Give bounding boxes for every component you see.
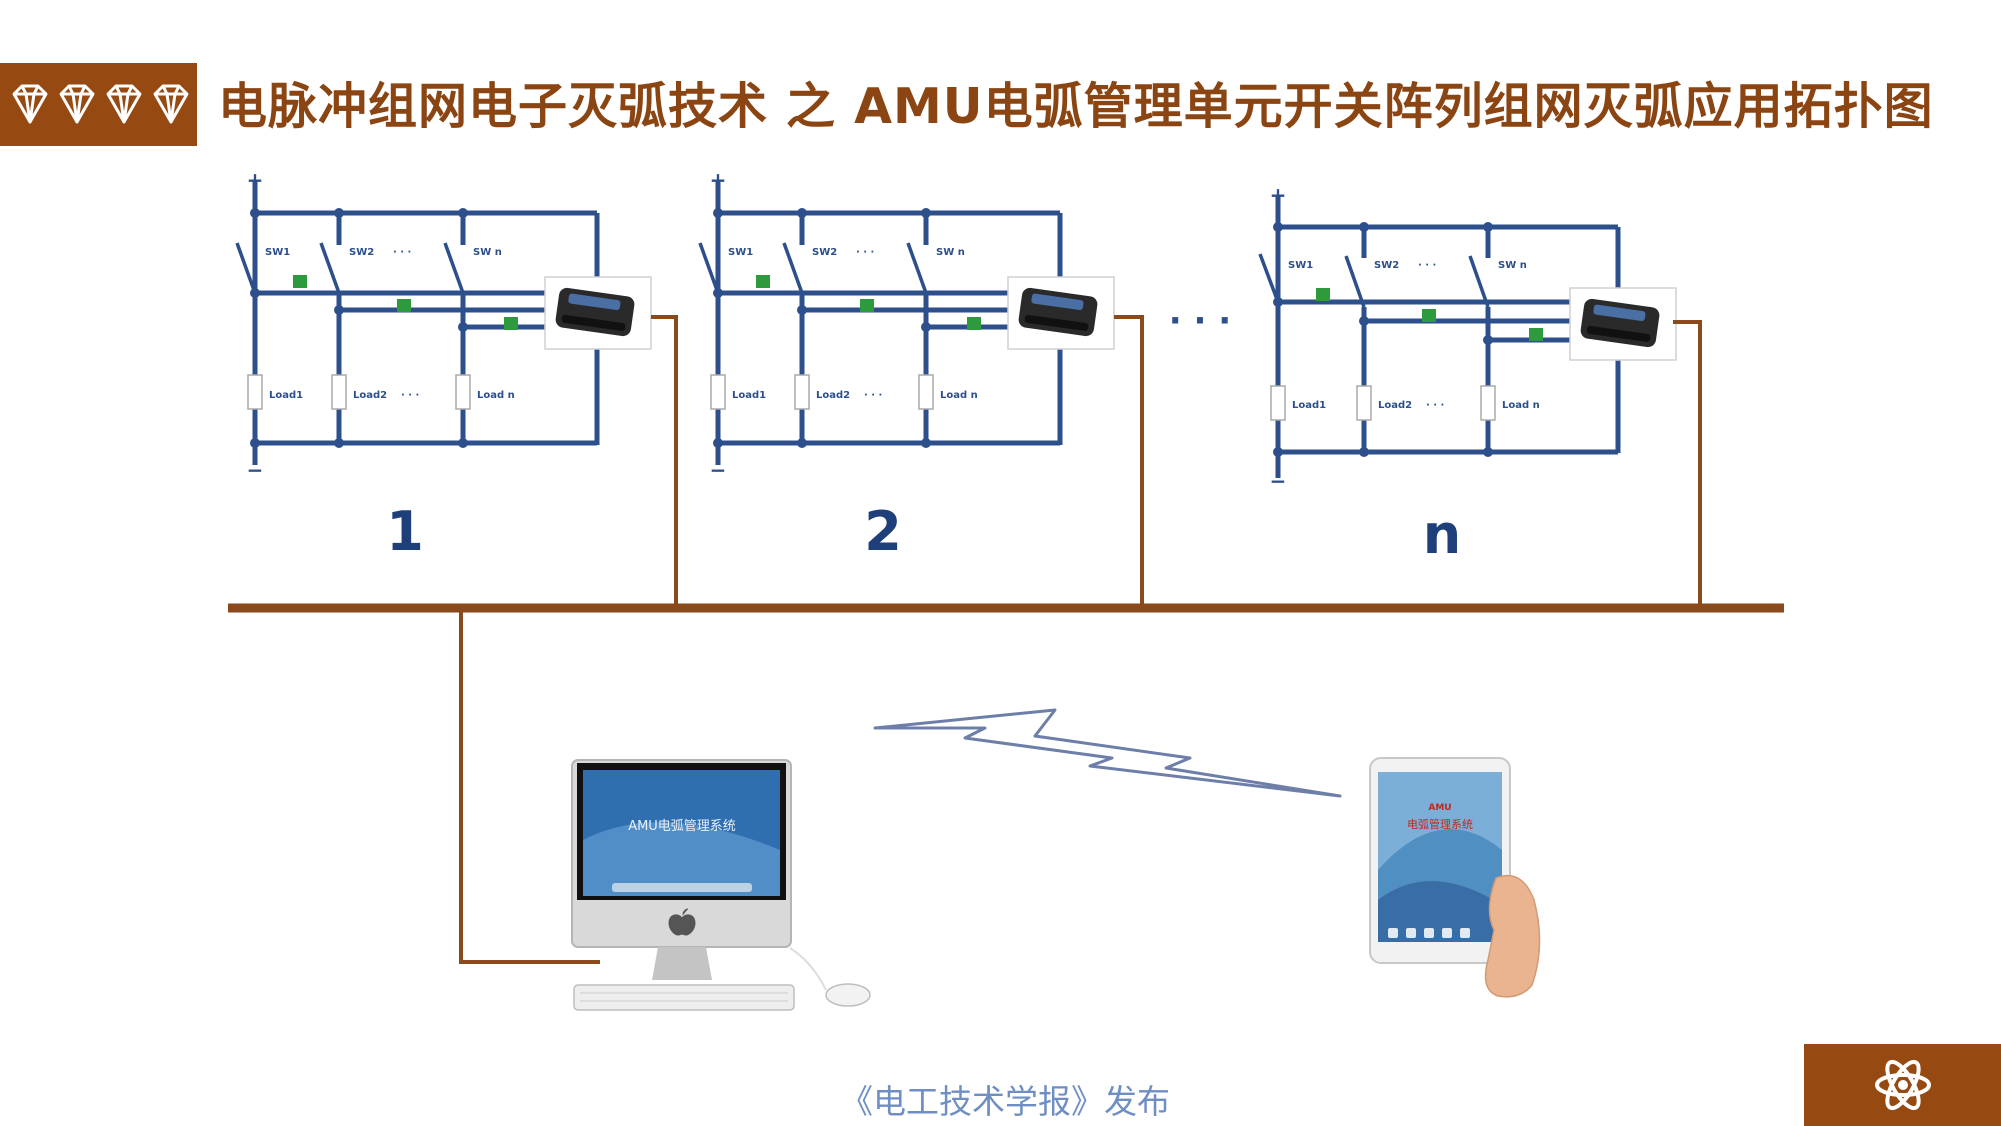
amu-unit (544, 276, 652, 350)
circuit-group-2: + − SW1 SW2 SW n · · · Load1 Load2 Load … (698, 168, 1115, 482)
switch-label: SW n (473, 247, 502, 258)
header-badge (0, 63, 197, 146)
indicator-light (1316, 288, 1330, 301)
load-label: Load n (940, 390, 978, 401)
mouse (825, 983, 871, 1007)
switch-label: SW1 (265, 247, 290, 258)
indicator-light (967, 317, 981, 330)
switch-label: SW n (936, 247, 965, 258)
positive-terminal: + (710, 168, 727, 192)
communication-bus (228, 315, 1784, 964)
indicator-light (860, 299, 874, 312)
computer-screen-title: AMU电弧管理系统 (628, 819, 736, 834)
amu-unit (1569, 287, 1677, 361)
load-label: Load1 (732, 390, 766, 401)
load-label: Load2 (816, 390, 850, 401)
positive-terminal: + (247, 168, 264, 192)
ellipsis: · · · (401, 390, 419, 401)
diamond-icon (59, 84, 94, 123)
switch-label: SW1 (1288, 260, 1313, 271)
switch-label: SW n (1498, 260, 1527, 271)
indicator-light (1422, 309, 1436, 322)
group-number: 2 (864, 500, 902, 563)
negative-terminal: − (1270, 469, 1287, 493)
apple-logo-icon (668, 908, 696, 936)
load-label: Load n (1502, 400, 1540, 411)
negative-terminal: − (710, 458, 727, 482)
footer-credit: 《电工技术学报》发布 (840, 1082, 1170, 1121)
amu-unit (1007, 276, 1115, 350)
tablet-screen-label: AMU (1428, 803, 1451, 813)
indicator-light (756, 275, 770, 288)
negative-terminal: − (247, 458, 264, 482)
group-separator: · · · (1169, 301, 1231, 341)
load-label: Load1 (269, 390, 303, 401)
ellipsis: · · · (1418, 260, 1436, 271)
group-number: 1 (386, 500, 424, 563)
positive-terminal: + (1270, 183, 1287, 207)
hand (1484, 874, 1541, 998)
ellipsis: · · · (393, 247, 411, 258)
circuit-group-1: + − SW1 SW2 SW n · · · Load1 Load2 Load … (235, 168, 652, 482)
diamond-icon (153, 84, 188, 123)
ellipsis: · · · (864, 390, 882, 401)
load-label: Load2 (353, 390, 387, 401)
load-label: Load n (477, 390, 515, 401)
indicator-light (397, 299, 411, 312)
group-number: n (1423, 503, 1461, 566)
keyboard (573, 984, 795, 1011)
indicator-light (293, 275, 307, 288)
wireless-link-icon (873, 708, 1342, 798)
slide-title: 电脉冲组网电子灭弧技术 之 AMU电弧管理单元开关阵列组网灭弧应用拓扑图 (218, 78, 1934, 135)
atom-icon (1874, 1059, 1931, 1111)
load-label: Load1 (1292, 400, 1326, 411)
indicator-light (504, 317, 518, 330)
ellipsis: · · · (856, 247, 874, 258)
diamond-icon (106, 84, 141, 123)
indicator-light (1529, 328, 1543, 341)
footer-badge (1804, 1044, 2001, 1126)
ellipsis: · · · (1426, 400, 1444, 411)
switch-label: SW2 (1374, 260, 1399, 271)
diamond-icon (12, 84, 47, 123)
switch-label: SW2 (812, 247, 837, 258)
tablet-screen-title: 电弧管理系统 (1407, 817, 1473, 831)
desktop-computer: AMU电弧管理系统 (571, 759, 871, 1011)
switch-label: SW1 (728, 247, 753, 258)
diamond-icons (12, 84, 188, 123)
load-label: Load2 (1378, 400, 1412, 411)
circuit-group-n: + − SW1 SW2 SW n · · · Load1 Load2 Load … (1258, 183, 1677, 493)
switch-label: SW2 (349, 247, 374, 258)
tablet-device: AMU 电弧管理系统 (1369, 757, 1541, 998)
